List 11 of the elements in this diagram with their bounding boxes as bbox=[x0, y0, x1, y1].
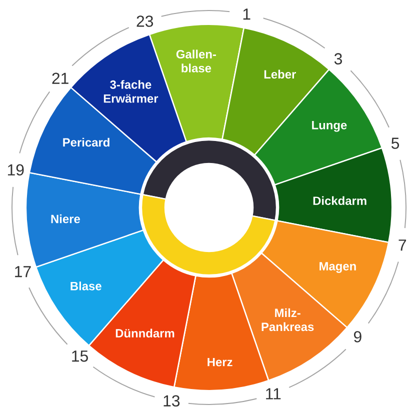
hour-number: 13 bbox=[164, 395, 180, 407]
hour-number: 19 bbox=[8, 164, 24, 176]
hour-number: 7 bbox=[398, 240, 406, 251]
wheel-segment: Dickdarm bbox=[274, 147, 393, 244]
hour-number: 1 bbox=[243, 8, 250, 20]
hour-number: 3 bbox=[334, 53, 342, 64]
hour-number: 17 bbox=[15, 266, 31, 278]
hour-number: 21 bbox=[52, 72, 68, 84]
hour-number: 5 bbox=[391, 138, 400, 149]
hour-number: 9 bbox=[354, 331, 362, 342]
hour-number: 15 bbox=[72, 350, 88, 362]
